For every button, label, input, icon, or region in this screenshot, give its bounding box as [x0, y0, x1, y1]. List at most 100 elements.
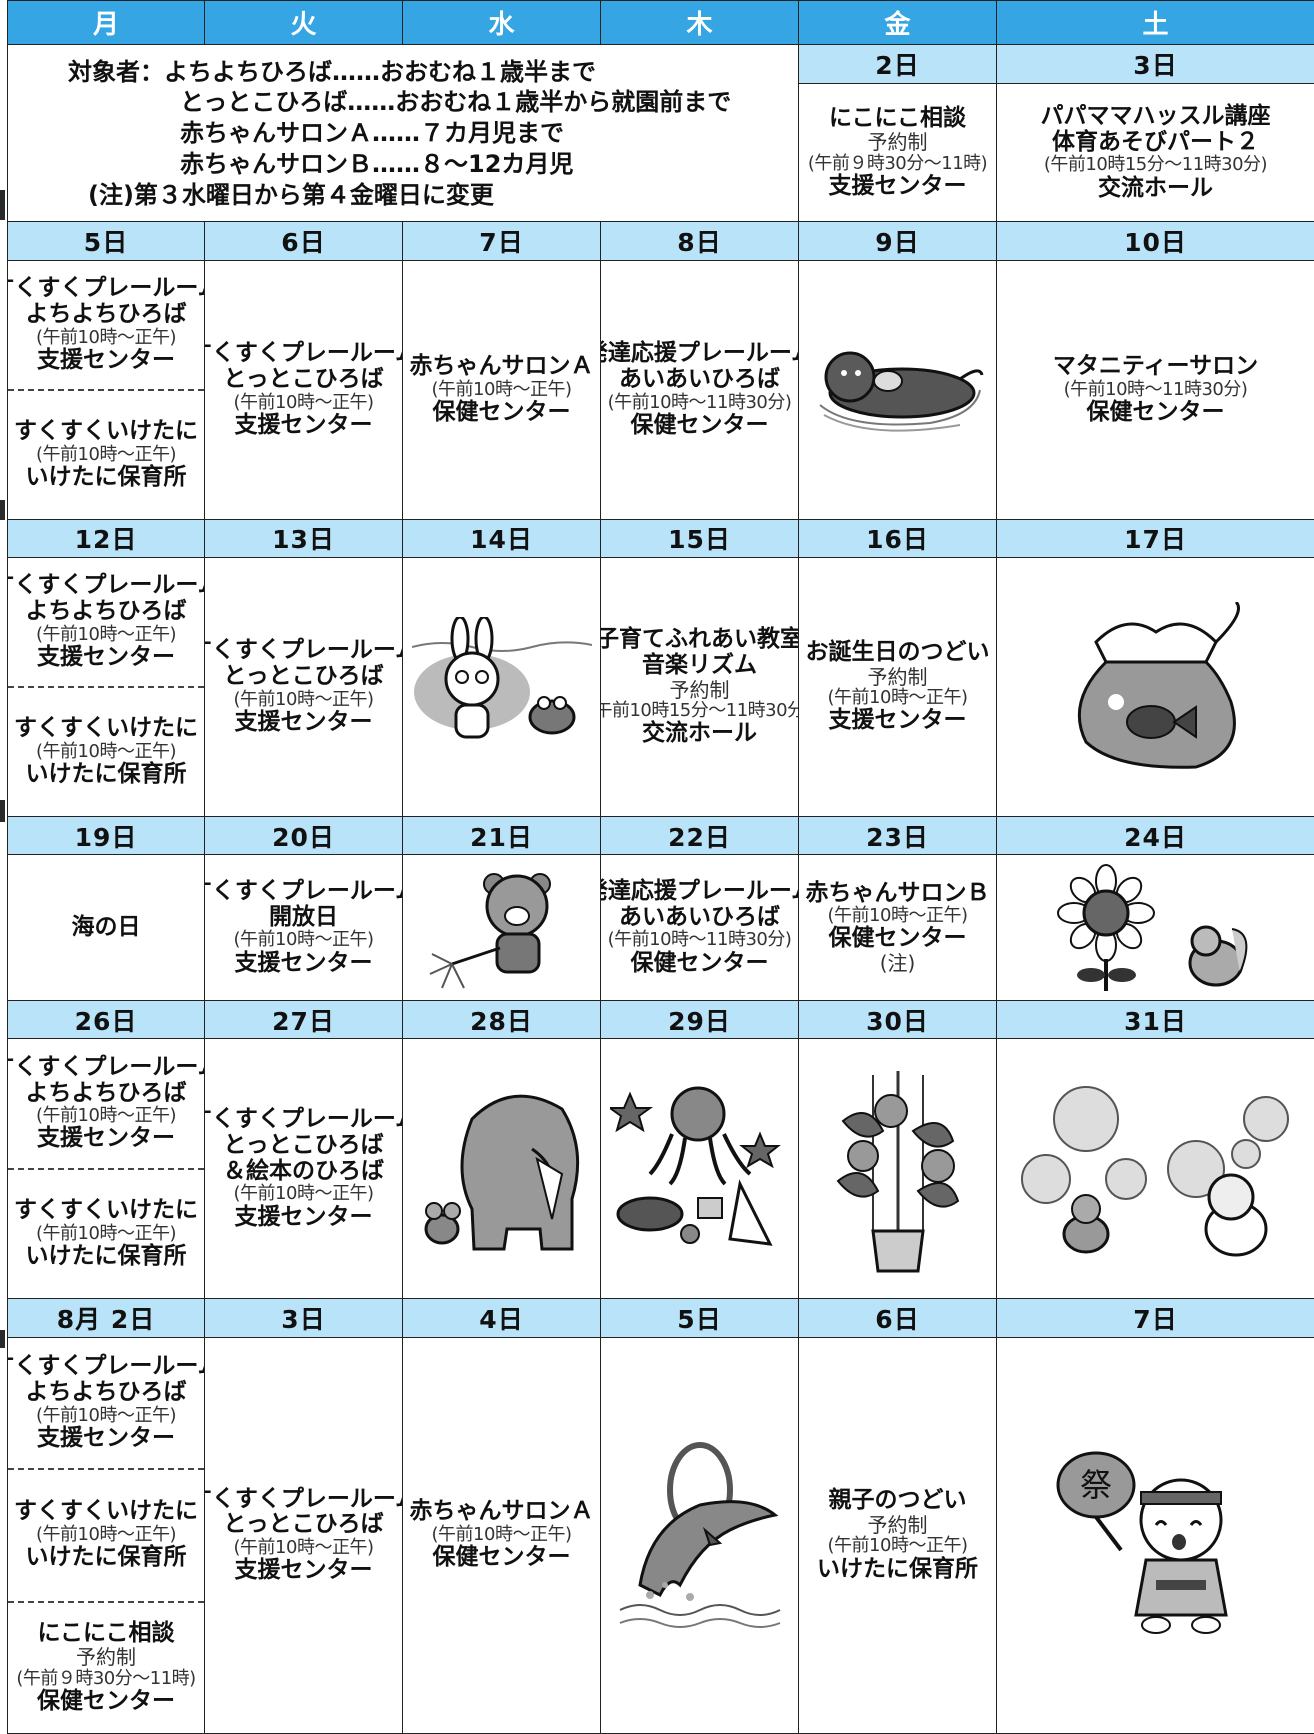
- svg-text:祭: 祭: [1079, 1466, 1111, 1504]
- illustration-cell: [600, 1336, 799, 1734]
- elephant-mouse-icon: [424, 1094, 579, 1251]
- event-cell: マタニティーサロン (午前10時～11時30分) 保健センター: [996, 259, 1314, 520]
- event-cell: すくすくプレールーム よちよちひろば (午前10時～正午) 支援センター すくす…: [7, 1336, 205, 1734]
- left-margin-marks: [0, 0, 7, 1734]
- date-cell: 19日: [7, 815, 205, 856]
- event-subtitle: よちよちひろば: [25, 598, 187, 625]
- event-cell: すくすくプレールーム よちよちひろば (午前10時～正午) 支援センター すくす…: [7, 259, 205, 520]
- dashed-divider: [8, 1600, 204, 1603]
- event-title: にこにこ相談: [37, 1619, 175, 1646]
- dashed-divider: [8, 388, 204, 391]
- bear-sparkler-icon: [429, 872, 551, 989]
- event-cell: にこにこ相談 予約制 (午前９時30分～11時) 支援センター: [798, 82, 997, 223]
- date-cell: 5日: [7, 221, 205, 261]
- dashed-divider: [8, 685, 204, 688]
- event-subtitle: 体育あそびパート２: [1052, 128, 1259, 155]
- event-title: すくすくプレールーム: [206, 1106, 402, 1133]
- event-time: (午前10時～正午): [36, 1524, 176, 1546]
- date-cell: 7日: [402, 221, 601, 261]
- event-title: すくすくプレールーム: [9, 275, 204, 302]
- date-cell: 15日: [600, 518, 799, 559]
- goldfish-bag-icon: [1077, 601, 1240, 769]
- weekday-thu: 木: [600, 0, 799, 46]
- event-place: 支援センター: [37, 643, 175, 670]
- weekday-wed: 水: [402, 0, 601, 46]
- date-cell: 17日: [996, 518, 1314, 559]
- event-title: 親子のつどい: [828, 1487, 967, 1514]
- weekday-sat: 土: [996, 0, 1314, 46]
- event-place: いけたに保育所: [25, 761, 187, 787]
- event-subtitle: よちよちひろば: [25, 1378, 187, 1405]
- event-cell: 赤ちゃんサロンＢ (午前10時～正午) 保健センター (注): [798, 854, 997, 1001]
- event-subtitle: とっとこひろば: [223, 365, 384, 392]
- calendar-table: 月 火 水 木 金 土 対象者：よちよちひろば……おおむね１歳半まで とっとこひ…: [7, 0, 1314, 1734]
- event-time: (午前10時15分～11時30分): [602, 699, 798, 721]
- event-subtitle: よちよちひろば: [25, 300, 187, 327]
- event-time: (午前10時～正午): [233, 391, 374, 413]
- event-cell: すくすくプレールーム とっとこひろば (午前10時～正午) 支援センター: [204, 1336, 403, 1734]
- event-time: (午前10時～正午): [827, 687, 968, 709]
- event-time: (午前10時～正午): [36, 326, 176, 348]
- date-cell: 28日: [402, 999, 601, 1040]
- event-place: 支援センター: [37, 1125, 175, 1152]
- illustration-cell: [402, 557, 601, 817]
- date-cell: 20日: [204, 815, 403, 856]
- weekday-header-row: 月 火 水 木 金 土: [7, 0, 1314, 46]
- event-place: いけたに保育所: [25, 1544, 187, 1571]
- illustration-cell: [996, 557, 1314, 817]
- date-cell: 10日: [996, 221, 1314, 261]
- morning-glory-icon: [836, 1071, 959, 1273]
- event-time: (午前10時～正午): [431, 378, 572, 400]
- weekday-tue: 火: [204, 0, 403, 46]
- note-line: (注)第３水曜日から第４金曜日に変更: [88, 180, 494, 209]
- sunflower-squirrel-icon: [1056, 863, 1247, 991]
- event-note: 予約制: [76, 1645, 136, 1670]
- event-place: 支援センター: [234, 1203, 373, 1230]
- event-subtitle: よちよちひろば: [25, 1079, 187, 1106]
- event-title: すくすくプレールーム: [9, 1353, 204, 1380]
- event-place: いけたに保育所: [817, 1555, 978, 1582]
- date-cell: 5日: [600, 1298, 799, 1338]
- dolphin-hoop-icon: [619, 1442, 780, 1629]
- event-time: (午前10時～11時30分): [607, 929, 792, 951]
- event-title: 赤ちゃんサロンＡ: [409, 1498, 594, 1525]
- event-title: 発達応援プレールーム: [602, 877, 798, 904]
- event-title: すくすくプレールーム: [206, 1485, 402, 1512]
- event-place: 支援センター: [37, 346, 175, 373]
- event-time: (午前10時～正午): [36, 443, 176, 465]
- note-line: とっとこひろば……おおむね１歳半から就園前まで: [180, 88, 732, 117]
- note-line: 赤ちゃんサロンＡ……７カ月児まで: [180, 119, 564, 148]
- event-cell: 発達応援プレールーム あいあいひろば (午前10時～11時30分) 保健センター: [600, 259, 799, 520]
- dashed-divider: [8, 1167, 204, 1170]
- date-cell: 6日: [798, 1298, 997, 1338]
- event-time: (午前10時～正午): [827, 905, 968, 927]
- octopus-sea-icon: [609, 1086, 781, 1246]
- date-cell: 23日: [798, 815, 997, 856]
- event-title: すくすくプレールーム: [206, 637, 402, 664]
- festival-child-icon: 祭: [1056, 1451, 1228, 1635]
- event-title: すくすくプレールーム: [206, 877, 402, 904]
- illustration-cell: 祭: [996, 1336, 1314, 1734]
- event-place: 支援センター: [37, 1424, 175, 1451]
- otter-icon: [818, 351, 983, 432]
- date-cell: 3日: [996, 44, 1314, 84]
- date-cell: 29日: [600, 999, 799, 1040]
- date-cell: 8日: [600, 221, 799, 261]
- date-cell: 26日: [7, 999, 205, 1040]
- event-time: (午前10時～正午): [233, 688, 374, 710]
- event-note: (注): [879, 951, 916, 976]
- event-time: (午前10時～正午): [36, 1222, 176, 1244]
- event-cell: パパママハッスル講座 体育あそびパート２ (午前10時15分～11時30分) 交…: [996, 82, 1314, 223]
- illustration-cell: [798, 1038, 997, 1300]
- date-cell: 22日: [600, 815, 799, 856]
- event-note: 予約制: [669, 677, 730, 702]
- dashed-divider: [8, 1468, 204, 1471]
- event-title: にこにこ相談: [828, 104, 967, 131]
- date-cell: 24日: [996, 815, 1314, 856]
- event-place: 交流ホール: [642, 720, 757, 747]
- note-line: 赤ちゃんサロンＢ……８～12カ月児: [180, 149, 574, 178]
- date-cell: 6日: [204, 221, 403, 261]
- date-cell: 14日: [402, 518, 601, 559]
- event-place: 支援センター: [234, 1557, 373, 1584]
- event-cell: すくすくプレールーム よちよちひろば (午前10時～正午) 支援センター すくす…: [7, 557, 205, 817]
